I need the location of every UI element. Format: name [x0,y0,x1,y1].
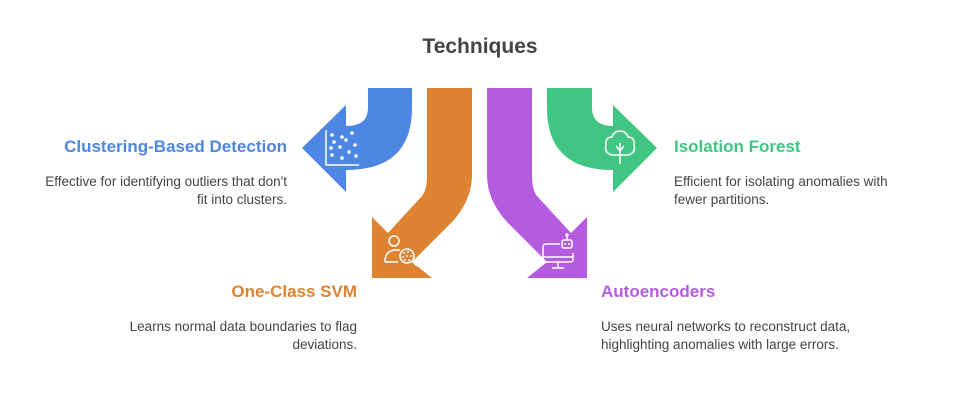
isolation-arrow-shape [547,88,657,192]
clustering-description: Effective for identifying outliers that … [45,174,287,207]
autoencoders-arrow [487,88,587,278]
clustering-label: Clustering-Based Detection [64,137,287,156]
svm-arrow [372,88,472,278]
diagram-title: Techniques [422,35,538,58]
autoencoders-label: Autoencoders [601,282,716,301]
computer-robot-icon [542,233,574,269]
tree-icon [604,130,636,164]
autoencoders-description: Uses neural networks to reconstruct data… [601,319,851,352]
autoencoders-arrow-shape [487,88,587,278]
isolation-label: Isolation Forest [674,137,801,156]
user-search-icon [384,235,418,267]
isolation-description: Efficient for isolating anomalies with f… [674,174,888,207]
svm-arrow-shape [372,88,472,278]
svm-label: One-Class SVM [231,282,357,301]
isolation-arrow [547,88,657,192]
scatter-plot-icon [325,130,359,166]
clustering-arrow-shape [302,88,412,192]
svm-description: Learns normal data boundaries to flag de… [129,319,357,352]
clustering-arrow [302,88,412,192]
